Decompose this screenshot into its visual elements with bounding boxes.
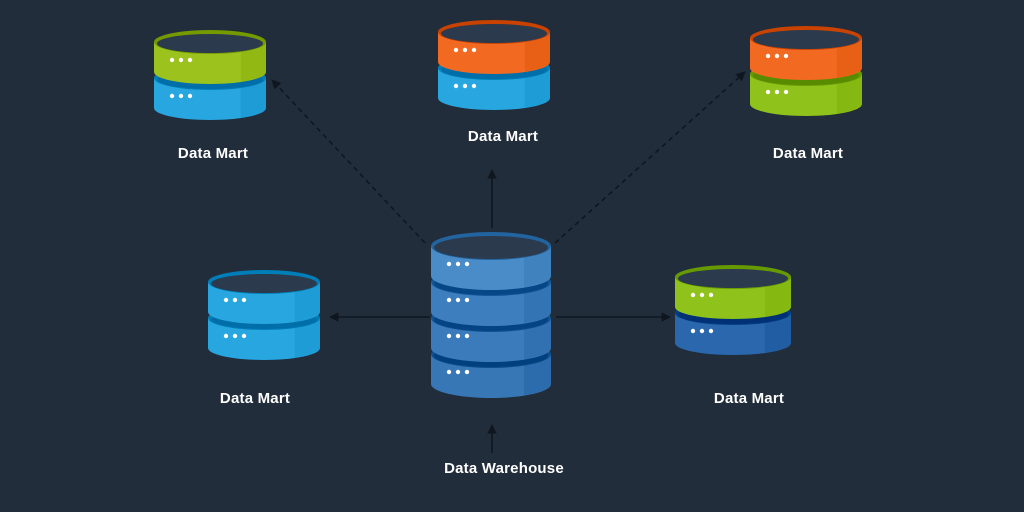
- indicator-dot: [471, 83, 477, 89]
- indicator-dot: [446, 297, 452, 303]
- indicator-dot: [699, 292, 705, 298]
- indicator-dot: [471, 47, 477, 53]
- indicator-dot: [446, 261, 452, 267]
- indicator-dot: [464, 261, 470, 267]
- indicator-dot: [774, 53, 780, 59]
- indicator-dot: [699, 328, 705, 334]
- indicator-dot: [765, 89, 771, 95]
- indicator-dot: [446, 369, 452, 375]
- indicator-dot: [169, 93, 175, 99]
- mart-label-mid-left: Data Mart: [219, 390, 291, 407]
- indicator-dot: [690, 328, 696, 334]
- mart-cylinder-top-center: [438, 20, 550, 110]
- indicator-dot: [464, 369, 470, 375]
- indicator-dot: [455, 333, 461, 339]
- indicator-dot: [223, 333, 229, 339]
- indicator-dot: [232, 333, 238, 339]
- mart-label-mid-right: Data Mart: [713, 390, 785, 407]
- indicator-dot: [241, 333, 247, 339]
- mart-cylinder-mid-right: [675, 265, 791, 355]
- indicator-dot: [187, 93, 193, 99]
- indicator-dot: [462, 47, 468, 53]
- indicator-dot: [690, 292, 696, 298]
- indicator-dot: [223, 297, 229, 303]
- warehouse-cylinder-segment: [431, 232, 551, 290]
- indicator-dot: [783, 53, 789, 59]
- warehouse-label: Data Warehouse: [444, 460, 564, 477]
- indicator-dot: [446, 333, 452, 339]
- mart-cylinder-mid-left: [208, 270, 320, 360]
- indicator-dot: [232, 297, 238, 303]
- mart-label-top-center: Data Mart: [467, 128, 539, 145]
- indicator-dot: [187, 57, 193, 63]
- indicator-dot: [241, 297, 247, 303]
- database-cylinders: [154, 20, 862, 398]
- mart-cylinder-top-right: [750, 26, 862, 116]
- indicator-dot: [453, 83, 459, 89]
- indicator-dot: [455, 369, 461, 375]
- connector-arrows: [271, 71, 746, 453]
- indicator-dot: [178, 93, 184, 99]
- indicator-dot: [169, 57, 175, 63]
- mart-cylinder-mid-left-segment: [208, 270, 320, 324]
- warehouse-cylinder: [431, 232, 551, 398]
- indicator-dot: [464, 333, 470, 339]
- mart-cylinder-mid-right-segment: [675, 265, 791, 319]
- mart-cylinder-top-left: [154, 30, 266, 120]
- indicator-dot: [455, 297, 461, 303]
- mart-cylinder-top-center-segment: [438, 20, 550, 74]
- indicator-dot: [462, 83, 468, 89]
- indicator-dot: [708, 292, 714, 298]
- indicator-dot: [708, 328, 714, 334]
- indicator-dot: [464, 297, 470, 303]
- indicator-dot: [453, 47, 459, 53]
- indicator-dot: [774, 89, 780, 95]
- arrow-warehouse-to-top-left: [271, 79, 426, 244]
- arrow-warehouse-to-top-right: [554, 71, 746, 244]
- mart-label-top-right: Data Mart: [772, 145, 844, 162]
- mart-cylinder-top-right-segment: [750, 26, 862, 80]
- mart-label-top-left: Data Mart: [177, 145, 249, 162]
- indicator-dot: [765, 53, 771, 59]
- mart-cylinder-top-left-segment: [154, 30, 266, 84]
- indicator-dot: [455, 261, 461, 267]
- indicator-dot: [783, 89, 789, 95]
- indicator-dot: [178, 57, 184, 63]
